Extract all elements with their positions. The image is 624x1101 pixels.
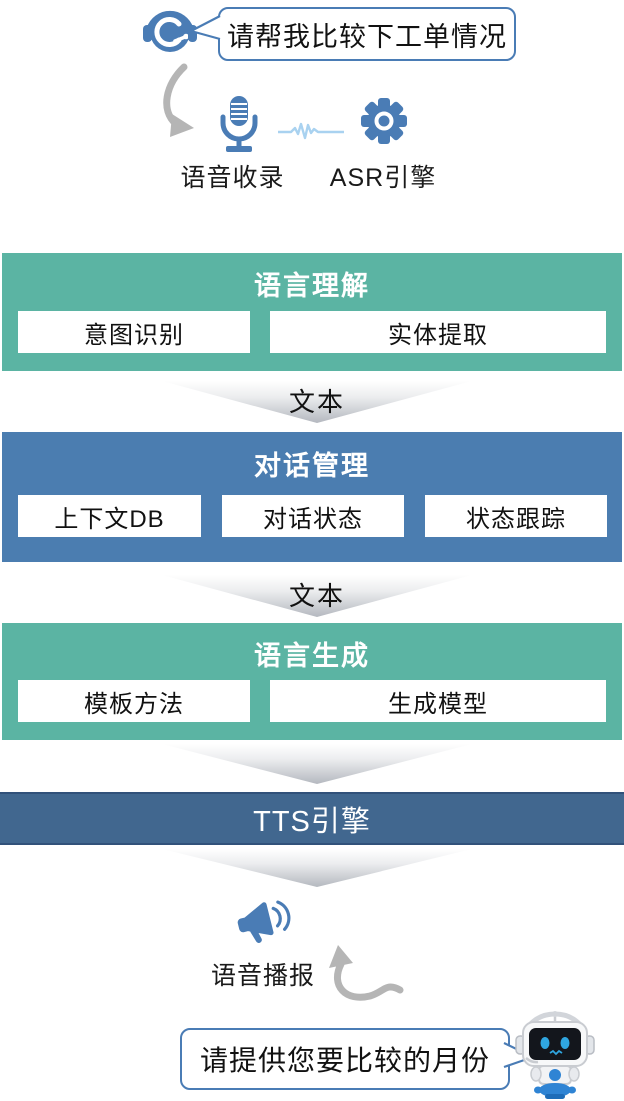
chevron-down-icon bbox=[162, 849, 472, 887]
megaphone-icon bbox=[237, 900, 291, 943]
dm-block: 对话管理 上下文DB 对话状态 状态跟踪 bbox=[2, 432, 622, 562]
nlu-box-entity: 实体提取 bbox=[270, 311, 606, 353]
flow-arrow-dm-to-nlg: 文本 bbox=[162, 575, 472, 617]
nlu-title: 语言理解 bbox=[254, 271, 370, 301]
voice-capture-label: 语音收录 bbox=[180, 164, 285, 192]
flow-arrow-tts-to-output bbox=[162, 849, 472, 887]
nlg-box-template-label: 模板方法 bbox=[84, 690, 184, 718]
nlg-title: 语言生成 bbox=[254, 641, 370, 671]
nlu-box-intent: 意图识别 bbox=[18, 311, 250, 353]
asr-engine-label: ASR引擎 bbox=[329, 164, 437, 192]
nlg-block: 语言生成 模板方法 生成模型 bbox=[2, 623, 622, 740]
nlg-box-model: 生成模型 bbox=[270, 680, 606, 722]
agent-headset-icon bbox=[143, 10, 197, 52]
flow-arrow-nlg-to-tts bbox=[162, 744, 472, 784]
nlg-box-template: 模板方法 bbox=[18, 680, 250, 722]
bot-speech-text: 请提供您要比较的月份 bbox=[199, 1045, 490, 1076]
nlg-box-model-label: 生成模型 bbox=[388, 690, 488, 718]
tts-band: TTS引擎 bbox=[0, 792, 624, 845]
user-speech-text: 请帮我比较下工单情况 bbox=[227, 21, 507, 52]
flow-text-label: 文本 bbox=[288, 581, 345, 611]
nlu-box-intent-label: 意图识别 bbox=[84, 321, 184, 349]
asr-gear-icon bbox=[361, 98, 407, 144]
user-speech-bubble: 请帮我比较下工单情况 bbox=[218, 7, 516, 61]
voice-broadcast-label: 语音播报 bbox=[210, 962, 315, 990]
dm-box-dialog-state: 对话状态 bbox=[222, 495, 404, 537]
flow-text-label: 文本 bbox=[288, 387, 345, 417]
reply-flow-arrow bbox=[329, 945, 404, 1001]
dm-box-state-tracking: 状态跟踪 bbox=[425, 495, 607, 537]
voice-flow-arrow bbox=[163, 63, 194, 137]
user-bubble-tail bbox=[189, 15, 221, 41]
dm-box-state-tracking-label: 状态跟踪 bbox=[466, 505, 566, 533]
flow-arrow-nlu-to-dm: 文本 bbox=[162, 381, 472, 423]
nlu-block: 语言理解 意图识别 实体提取 bbox=[2, 253, 622, 371]
chevron-down-icon bbox=[162, 744, 472, 784]
audio-waveform-icon bbox=[278, 122, 344, 140]
bot-speech-bubble: 请提供您要比较的月份 bbox=[180, 1028, 510, 1090]
dm-title: 对话管理 bbox=[254, 451, 370, 481]
dm-box-context-db-label: 上下文DB bbox=[54, 505, 165, 533]
dm-box-context-db: 上下文DB bbox=[18, 495, 201, 537]
nlu-box-entity-label: 实体提取 bbox=[388, 321, 488, 349]
robot-icon bbox=[515, 1011, 595, 1099]
microphone-icon bbox=[220, 96, 258, 152]
tts-title: TTS引擎 bbox=[253, 805, 371, 838]
dm-box-dialog-state-label: 对话状态 bbox=[263, 505, 363, 533]
